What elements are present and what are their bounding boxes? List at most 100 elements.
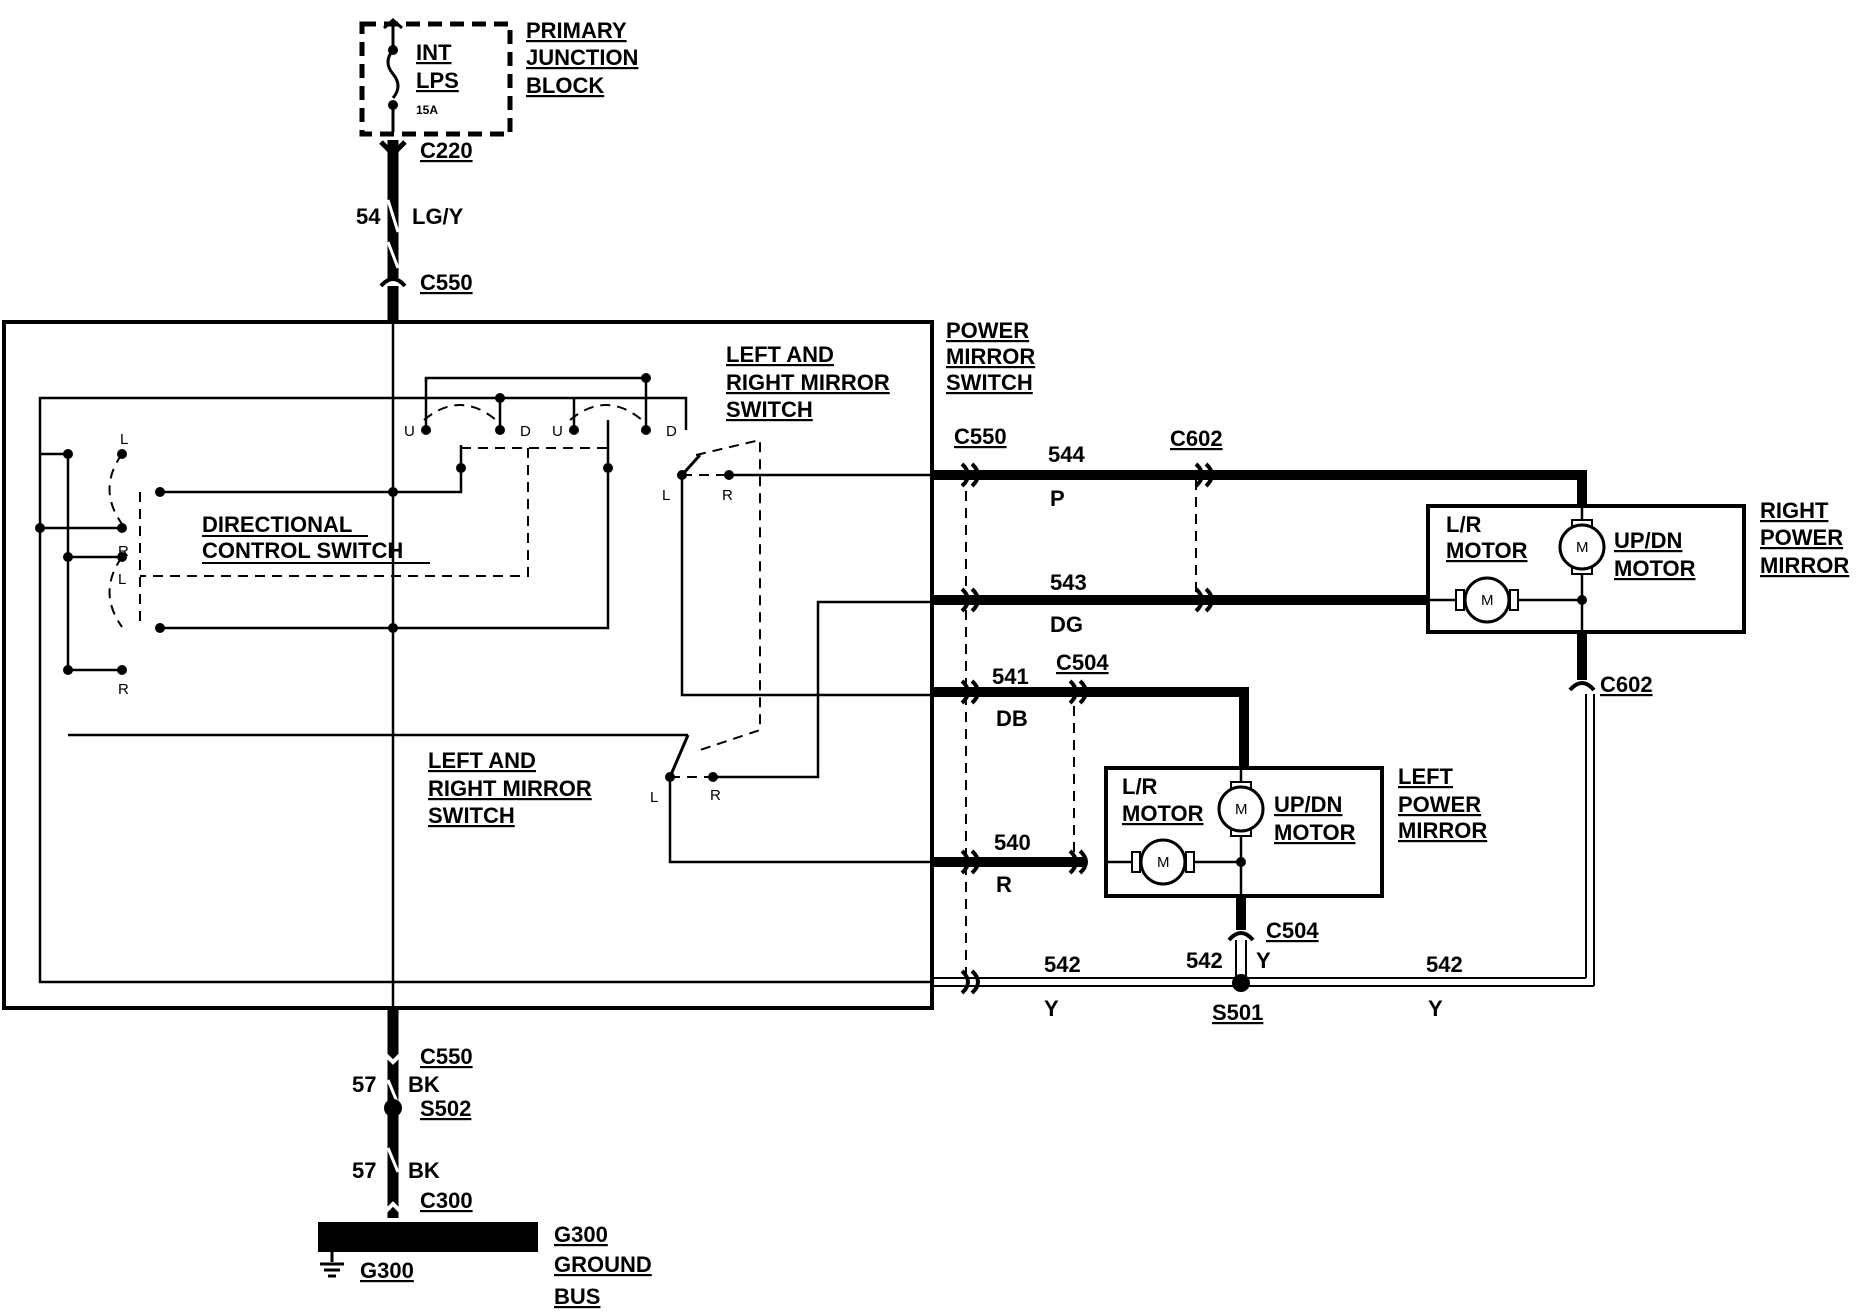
junction-block-title-line2: JUNCTION <box>526 45 638 70</box>
right-updn-motor-label-line2: MOTOR <box>1614 556 1696 581</box>
upper-lr-switch-label-line2: RIGHT MIRROR <box>726 370 890 395</box>
left-power-mirror: M M L/R MOTOR UP/DN MOTOR LEFT POWER MIR… <box>1104 764 1487 898</box>
s502-splice-icon <box>384 1099 402 1117</box>
w544-color: P <box>1050 486 1065 511</box>
s502-label: S502 <box>420 1096 471 1121</box>
feed-wire-color: LG/Y <box>412 204 464 229</box>
ground-wire-color-2: BK <box>408 1158 440 1183</box>
left-lr-motor-icon: M <box>1131 838 1195 886</box>
junction-block-outline <box>359 21 513 137</box>
right-power-mirror: M M L/R MOTOR UP/DN MOTOR RIGHT POWER MI… <box>1426 498 1849 634</box>
left-lr-motor-label-line2: MOTOR <box>1122 801 1204 826</box>
lower-lr-switch-blade <box>668 734 690 778</box>
w541-color: DB <box>996 706 1028 731</box>
right-lr-motor-symbol: M <box>1481 592 1494 609</box>
ground-wire-color-1: BK <box>408 1072 440 1097</box>
c602-top-label: C602 <box>1170 426 1223 451</box>
directional-switch-label-line2: CONTROL SWITCH <box>202 538 403 563</box>
c300-connector-icon <box>379 1201 407 1218</box>
w541-circuit: 541 <box>992 664 1029 689</box>
w542-color-mid: Y <box>1256 948 1271 973</box>
c504-top-label: C504 <box>1056 650 1109 675</box>
ground-bus-title-line2: GROUND <box>554 1252 652 1277</box>
right-lr-motor-label-line1: L/R <box>1446 512 1482 537</box>
w542-color-left: Y <box>1044 996 1059 1021</box>
w540-circuit: 540 <box>994 830 1031 855</box>
w544-circuit: 544 <box>1048 442 1085 467</box>
contact-d-1: D <box>520 423 531 440</box>
w542-circuit-right: 542 <box>1426 952 1463 977</box>
left-lr-motor-symbol: M <box>1157 854 1170 871</box>
feed-wire: C220 54 LG/Y C550 <box>356 138 473 322</box>
left-lr-motor-label-line1: L/R <box>1122 774 1158 799</box>
right-updn-motor-label-line1: UP/DN <box>1614 528 1682 553</box>
w542-color-right: Y <box>1428 996 1443 1021</box>
contact-r-1: R <box>118 543 129 560</box>
feed-circuit-number: 54 <box>356 204 381 229</box>
contact-r-2: R <box>118 681 129 698</box>
c550-bottom-connector-icon <box>379 1048 407 1065</box>
right-mirror-title-line3: MIRROR <box>1760 553 1849 578</box>
right-updn-motor-symbol: M <box>1576 539 1589 556</box>
c550-top-connector-icon <box>379 277 407 288</box>
contact-u-1: U <box>404 423 415 440</box>
upper-lr-switch-label-line1: LEFT AND <box>726 342 834 367</box>
fuse-label-line1: INT <box>416 40 452 65</box>
fuse-rating: 15A <box>416 103 438 117</box>
c602-bottom-connector-icon <box>1568 681 1596 692</box>
w542-circuit-left: 542 <box>1044 952 1081 977</box>
fuse-label-line2: LPS <box>416 68 459 93</box>
power-mirror-switch: POWER MIRROR SWITCH <box>2 318 1035 1010</box>
ground-circuit-number-2: 57 <box>352 1158 376 1183</box>
contact-l-2: L <box>118 571 126 588</box>
upper-lr-switch-blade <box>680 453 702 477</box>
power-mirror-switch-title-line3: SWITCH <box>946 370 1033 395</box>
left-updn-motor-label-line1: UP/DN <box>1274 792 1342 817</box>
switch-mechanical-linkage <box>108 404 761 778</box>
left-updn-motor-label-line2: MOTOR <box>1274 820 1356 845</box>
power-mirror-switch-title-line1: POWER <box>946 318 1029 343</box>
right-updn-motor-icon: M <box>1558 519 1606 575</box>
junction-block-title-line3: BLOCK <box>526 73 604 98</box>
junction-block-title-line1: PRIMARY <box>526 18 627 43</box>
c550-bottom-label: C550 <box>420 1044 473 1069</box>
right-mirror-title-line1: RIGHT <box>1760 498 1829 523</box>
upper-lr-switch-label-line3: SWITCH <box>726 397 813 422</box>
c504-bottom-label: C504 <box>1266 918 1319 943</box>
ground-path: C550 57 BK S502 57 BK C300 G300 G300 GRO… <box>318 1008 652 1309</box>
int-lps-fuse-icon <box>383 17 403 132</box>
right-mirror-title-line2: POWER <box>1760 525 1843 550</box>
right-lr-motor-label-line2: MOTOR <box>1446 538 1528 563</box>
contact-r-lower: R <box>710 787 721 804</box>
lower-lr-switch-label-line2: RIGHT MIRROR <box>428 776 592 801</box>
power-mirror-switch-outline <box>2 320 934 1010</box>
s501-label: S501 <box>1212 1000 1263 1025</box>
ground-bus-title-line3: BUS <box>554 1284 600 1309</box>
lower-lr-switch-label-line3: SWITCH <box>428 803 515 828</box>
contact-l-1: L <box>120 431 128 448</box>
contact-u-2: U <box>552 423 563 440</box>
s501-splice-icon <box>1232 974 1250 992</box>
c550-top-label: C550 <box>420 270 473 295</box>
left-mirror-title-line2: POWER <box>1398 792 1481 817</box>
left-updn-motor-symbol: M <box>1235 801 1248 818</box>
ground-symbol-icon <box>320 1252 344 1278</box>
left-mirror-title-line1: LEFT <box>1398 764 1454 789</box>
contact-d-2: D <box>666 423 677 440</box>
contact-r-upper: R <box>722 487 733 504</box>
directional-switch-label-line1: DIRECTIONAL <box>202 512 352 537</box>
c220-label: C220 <box>420 138 473 163</box>
c300-label: C300 <box>420 1188 473 1213</box>
c550-right-label: C550 <box>954 424 1007 449</box>
power-mirror-switch-title-line2: MIRROR <box>946 344 1035 369</box>
switch-internal-wiring <box>38 322 934 1008</box>
left-mirror-title-line3: MIRROR <box>1398 818 1487 843</box>
w540-color: R <box>996 872 1012 897</box>
c504-bottom-connector-icon <box>1227 931 1255 942</box>
lower-lr-switch-label-line1: LEFT AND <box>428 748 536 773</box>
ground-circuit-number-1: 57 <box>352 1072 376 1097</box>
contact-l-upper: L <box>662 487 670 504</box>
w543-circuit: 543 <box>1050 570 1087 595</box>
w542-circuit-mid: 542 <box>1186 948 1223 973</box>
